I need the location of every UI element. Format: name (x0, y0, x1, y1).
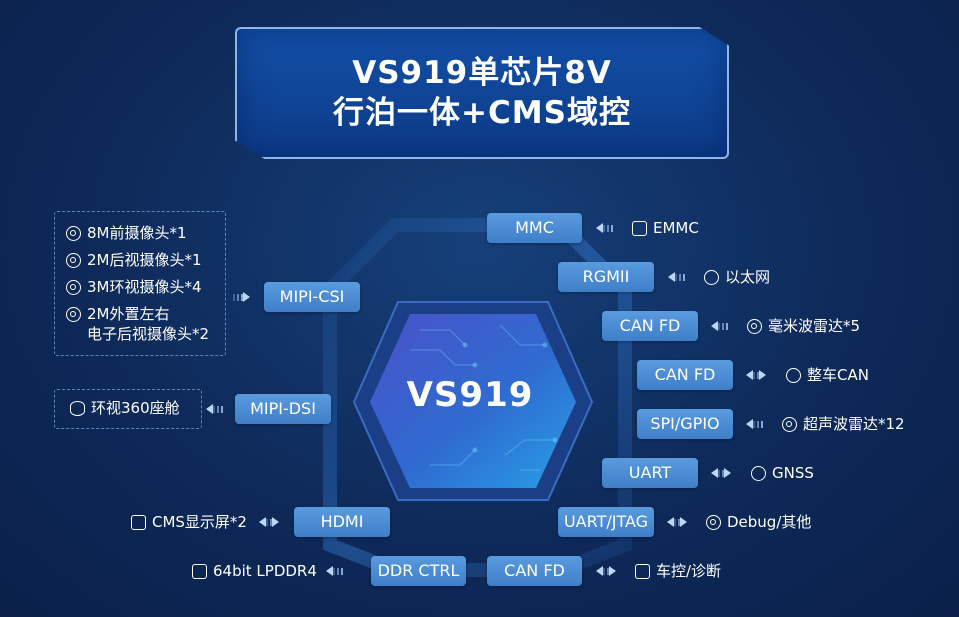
camera-item: 2M外置左右 (66, 304, 170, 324)
globe-icon (704, 269, 719, 285)
hexagon-ring (323, 218, 632, 577)
chip-name: VS919 (406, 375, 534, 415)
camera-icon (66, 306, 81, 322)
title-line-1: VS919单芯片8V (352, 55, 612, 91)
camera-item-continuation: 电子后视摄像头*2 (87, 325, 210, 343)
gear-icon (706, 514, 721, 530)
peripheral-debug: Debug/其他 (706, 512, 811, 532)
location-pin-icon (751, 465, 766, 481)
display-icon (131, 514, 146, 530)
peripheral-vehicle-control: 车控/诊断 (635, 561, 721, 581)
arrow-cms-display (259, 517, 279, 527)
arrow-surround-cockpit (206, 404, 223, 414)
interface-hdmi: HDMI (294, 507, 390, 537)
interface-spi-gpio: SPI/GPIO (637, 409, 733, 439)
circuit-traces (410, 324, 555, 471)
peripheral-mmw-radar: 毫米波雷达*5 (747, 316, 860, 336)
memory-icon (632, 220, 647, 236)
interface-mmc: MMC (487, 213, 582, 243)
peripheral-lpddr4: 64bit LPDDR4 (192, 561, 317, 581)
camera-item: 3M环视摄像头*4 (66, 277, 202, 297)
arrow-cameras (233, 292, 250, 302)
peripheral-vehicle-can: 整车CAN (786, 365, 869, 385)
interface-canfd-3: CAN FD (487, 556, 582, 586)
peripheral-cms-display: CMS显示屏*2 (131, 512, 247, 532)
interface-rgmii: RGMII (558, 262, 654, 292)
arrow-ultrasonic (746, 419, 763, 429)
peripheral-surround-cockpit: 环视360座舱 (70, 398, 180, 418)
arrow-ethernet (668, 272, 685, 282)
arrow-gnss (711, 468, 731, 478)
peripheral-ultrasonic: 超声波雷达*12 (782, 414, 905, 434)
interface-mipi-csi: MIPI-CSI (264, 282, 360, 312)
surround-cockpit-box (54, 389, 202, 429)
interface-ddr-ctrl: DDR CTRL (371, 556, 466, 586)
arrow-emmc (596, 223, 613, 233)
camera-item: 8M前摄像头*1 (66, 223, 187, 243)
camera-group-box (54, 211, 226, 356)
radar-icon (782, 416, 797, 432)
surround-view-icon (70, 400, 85, 416)
peripheral-emmc: EMMC (632, 218, 699, 238)
arrow-mmw-radar (711, 321, 728, 331)
camera-icon (66, 252, 81, 268)
peripheral-gnss: GNSS (751, 463, 814, 483)
title-banner: VS919单芯片8V 行泊一体+CMS域控 (235, 27, 729, 159)
memory-icon (192, 563, 207, 579)
arrow-lpddr4 (326, 566, 343, 576)
peripheral-ethernet: 以太网 (704, 267, 770, 287)
arrow-vehicle-can (746, 370, 766, 380)
arrow-vehicle-control (596, 566, 616, 576)
interface-uart-jtag: UART/JTAG (558, 507, 654, 537)
arrow-debug (667, 517, 687, 527)
chip-core (370, 314, 576, 488)
interface-uart: UART (602, 458, 698, 488)
camera-icon (66, 279, 81, 295)
camera-item: 2M后视摄像头*1 (66, 250, 202, 270)
camera-icon (66, 225, 81, 241)
interface-canfd-1: CAN FD (602, 311, 698, 341)
interface-mipi-dsi: MIPI-DSI (235, 394, 331, 424)
radar-icon (747, 318, 762, 334)
sliders-icon (635, 563, 650, 579)
interface-canfd-2: CAN FD (637, 360, 733, 390)
signal-icon (786, 367, 801, 383)
title-line-2: 行泊一体+CMS域控 (333, 95, 631, 131)
